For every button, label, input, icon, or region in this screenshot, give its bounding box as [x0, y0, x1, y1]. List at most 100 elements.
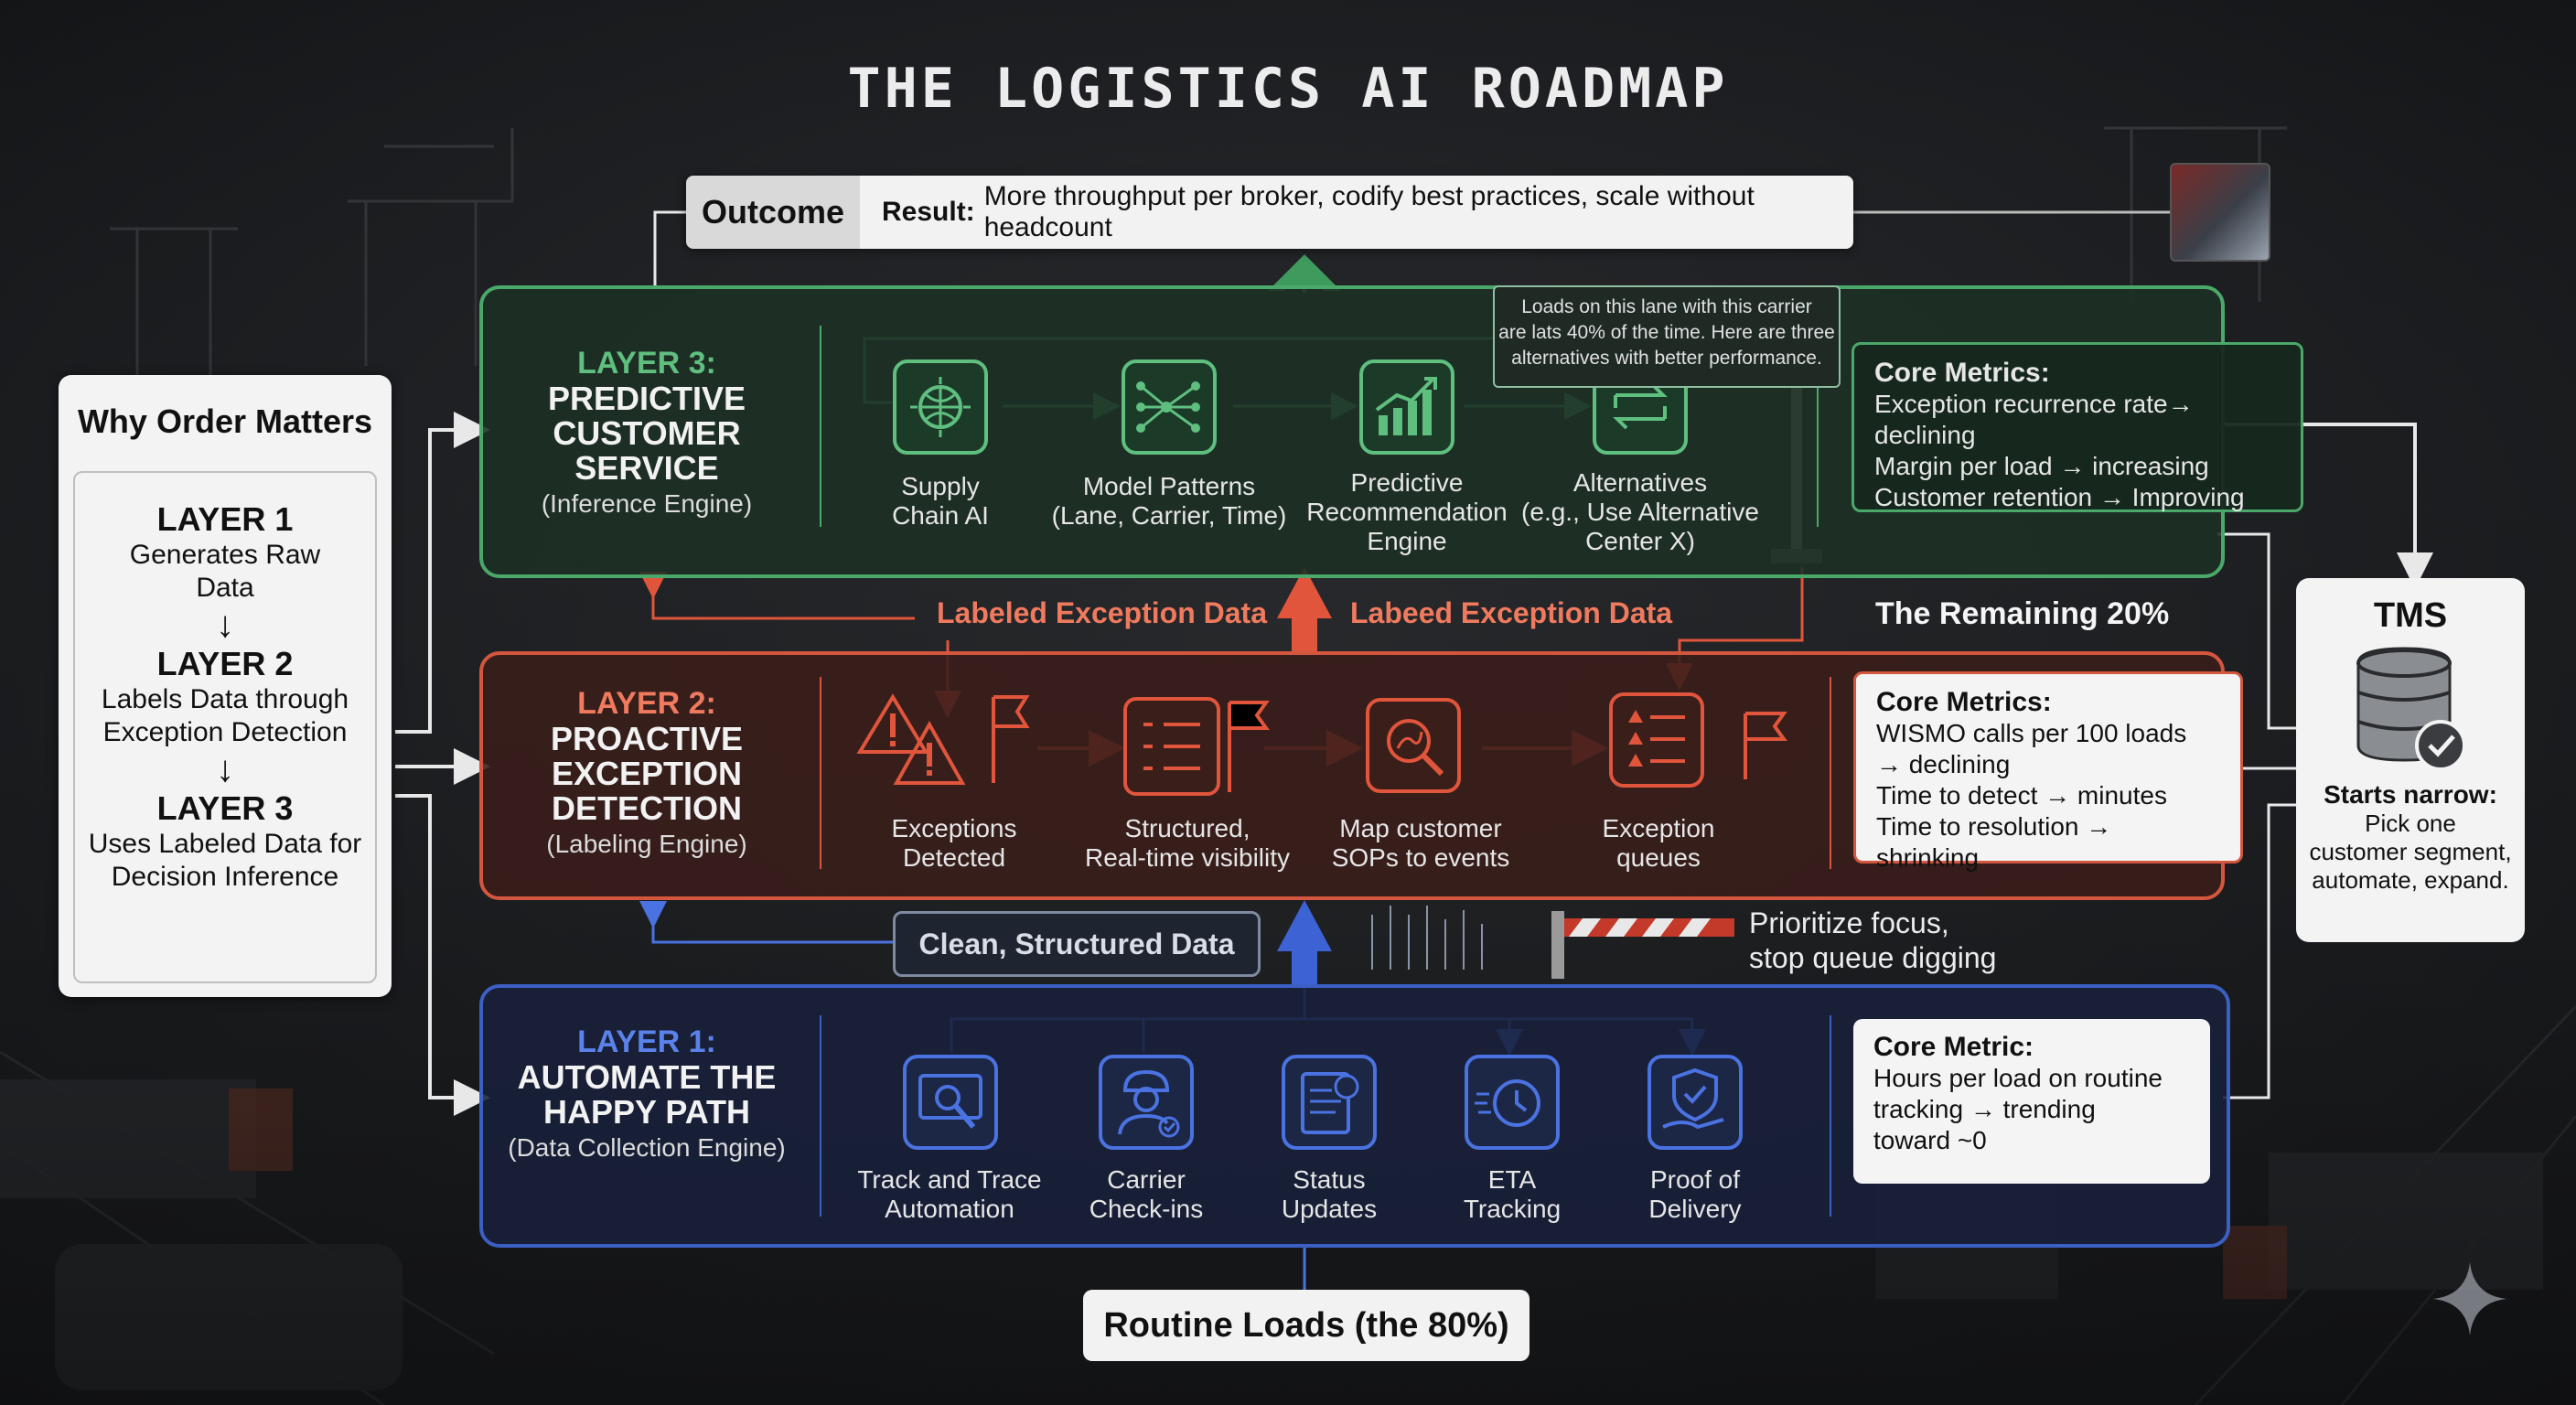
- layer-3-title-line: CUSTOMER: [553, 414, 741, 452]
- layer-3-node-predictive-recommendation: Predictive Recommendation Engine: [1288, 468, 1526, 556]
- tms-desc-line: automate, expand.: [2312, 866, 2509, 894]
- flag-icon: [1736, 710, 1791, 783]
- layer-1-title-line: AUTOMATE THE: [517, 1058, 777, 1096]
- outcome-banner: Outcome Result: More throughput per brok…: [686, 176, 1853, 249]
- layer-1-core-metric: Core Metric: Hours per load on routine t…: [1853, 1019, 2210, 1184]
- layer-3-node-supply-chain-ai: Supply Chain AI: [831, 472, 1050, 531]
- tms-desc-line: customer segment,: [2309, 838, 2512, 865]
- globe-chip-icon: [892, 359, 989, 456]
- layer-3-number: LAYER 3:: [577, 346, 716, 381]
- checklist-icon: [1123, 697, 1270, 798]
- layer-1-node-proof-delivery: Proof of Delivery: [1590, 1165, 1800, 1224]
- layer-3-core-metrics: Core Metrics: Exception recurrence rate→…: [1852, 342, 2303, 512]
- layer-1-title-line: HAPPY PATH: [542, 1093, 751, 1131]
- node-label: Model Patterns: [1082, 472, 1256, 500]
- labeled-exception-data-right: Labeed Exception Data: [1350, 596, 1673, 629]
- node-label: Proof of: [1649, 1165, 1741, 1194]
- layer-1-divider: [820, 1015, 821, 1217]
- node-label: (e.g., Use Alternative: [1521, 498, 1759, 526]
- layer-2-core-metrics: Core Metrics: WISMO calls per 100 loads …: [1853, 671, 2243, 872]
- network-pattern-icon: [1121, 359, 1218, 456]
- growth-chart-icon: [1358, 359, 1455, 456]
- layer-3-title-line: SERVICE: [574, 449, 719, 487]
- layer-1-node-status-updates: Status Updates: [1224, 1165, 1434, 1224]
- node-label: Exceptions: [891, 814, 1017, 842]
- prioritize-line: stop queue digging: [1749, 941, 1997, 974]
- warning-icon: [856, 692, 1030, 792]
- node-label: Supply: [901, 472, 980, 500]
- layer-2-divider: [820, 677, 821, 869]
- why-layer-1-desc: Generates Raw: [129, 540, 321, 570]
- why-layer-3-desc: Uses Labeled Data for: [88, 829, 362, 859]
- result-text: More throughput per broker, codify best …: [983, 181, 1755, 242]
- layer-1-node-track-trace: Track and Trace Automation: [831, 1165, 1068, 1224]
- node-label: Updates: [1281, 1195, 1378, 1223]
- node-label: Engine: [1367, 527, 1447, 555]
- layer-2-title-line: DETECTION: [551, 789, 742, 827]
- layer-2-title-line: EXCEPTION: [551, 755, 743, 792]
- node-label: Recommendation: [1306, 498, 1508, 526]
- node-label: (Lane, Carrier, Time): [1051, 501, 1287, 530]
- layer-1-title: LAYER 1: AUTOMATE THE HAPPY PATH (Data C…: [483, 1024, 810, 1163]
- metric-line: Time to detect → minutes: [1876, 781, 2167, 810]
- node-label: ETA: [1487, 1165, 1537, 1194]
- clean-structured-data-label: Clean, Structured Data: [893, 911, 1261, 977]
- sparkle-icon: [2433, 1262, 2506, 1335]
- metric-line: Time to resolution → shrinking: [1876, 812, 2112, 872]
- node-label: Map customer: [1339, 814, 1502, 842]
- node-label: Status: [1293, 1165, 1366, 1194]
- tooltip-line: Loads on this lane with this carrier: [1521, 296, 1812, 317]
- node-label: Detected: [902, 843, 1006, 872]
- metric-line: Customer retention → Improving: [1874, 483, 2245, 511]
- layer-2-node-structured-visibility: Structured, Real-time visibility: [1050, 814, 1325, 873]
- prioritize-line: Prioritize focus,: [1749, 906, 1949, 939]
- metrics-title: Core Metrics:: [1874, 358, 2050, 388]
- metric-line: toward ~0: [1873, 1126, 1987, 1154]
- layer-1-node-carrier-checkins: Carrier Check-ins: [1041, 1165, 1251, 1224]
- layer-2-node-exception-queues: Exception queues: [1553, 814, 1764, 873]
- result-label: Result:: [882, 197, 975, 227]
- node-label: Predictive: [1350, 468, 1464, 497]
- node-label: Automation: [885, 1195, 1014, 1223]
- labeled-exception-data-left: Labeled Exception Data: [937, 596, 1267, 629]
- layer-2-node-map-sops: Map customer SOPs to events: [1297, 814, 1544, 873]
- down-arrow-icon: ↓: [216, 605, 234, 645]
- layer-2-node-exceptions-detected: Exceptions Detected: [849, 814, 1059, 873]
- metric-line: Exception recurrence rate→ declining: [1874, 390, 2194, 449]
- layer-2-title: LAYER 2: PROACTIVE EXCEPTION DETECTION (…: [483, 686, 810, 859]
- node-label: Center X): [1585, 527, 1695, 555]
- outcome-label: Outcome: [686, 176, 860, 249]
- why-item-layer-1: LAYER 1 Generates Raw Data: [75, 500, 375, 605]
- handshake-thumbnail-image: [2170, 163, 2270, 262]
- magnifier-route-icon: [1365, 697, 1462, 794]
- layer-2-divider-right: [1830, 677, 1831, 869]
- layer-3-divider: [820, 326, 821, 527]
- layer-2-subtitle: (Labeling Engine): [546, 830, 747, 858]
- queue-list-icon: [1608, 692, 1705, 788]
- layer-1-divider-right: [1830, 1015, 1831, 1217]
- metric-line: Margin per load → increasing: [1874, 452, 2209, 480]
- layer-3-title: LAYER 3: PREDICTIVE CUSTOMER SERVICE (In…: [483, 346, 810, 519]
- outcome-result: Result: More throughput per broker, codi…: [860, 176, 1853, 249]
- layer-3-divider-right: [1817, 326, 1819, 527]
- tms-panel: TMS Starts narrow: Pick one customer seg…: [2296, 578, 2525, 942]
- node-label: Delivery: [1648, 1195, 1742, 1223]
- layer-3-title-line: PREDICTIVE: [547, 380, 746, 417]
- node-label: Carrier: [1107, 1165, 1186, 1194]
- layer-2-title-line: PROACTIVE: [550, 720, 744, 757]
- tms-desc-line: Pick one: [2365, 810, 2456, 837]
- tooltip-line: alternatives with better performance.: [1511, 348, 1822, 369]
- layer-1-subtitle: (Data Collection Engine): [508, 1133, 786, 1162]
- why-layer-1-heading: LAYER 1: [156, 500, 294, 538]
- node-label: Alternatives: [1572, 468, 1708, 497]
- why-layer-1-desc: Data: [196, 573, 254, 603]
- layer-1-node-eta-tracking: ETA Tracking: [1407, 1165, 1617, 1224]
- database-check-icon: [2351, 645, 2470, 773]
- node-label: Check-ins: [1089, 1195, 1204, 1223]
- tms-title: TMS: [2373, 596, 2448, 635]
- metric-line: WISMO calls per 100 loads: [1876, 719, 2187, 747]
- metric-line: → declining: [1876, 750, 2011, 778]
- proof-delivery-icon: [1647, 1054, 1744, 1151]
- layer-3-node-model-patterns: Model Patterns (Lane, Carrier, Time): [1041, 472, 1297, 531]
- metric-line: Hours per load on routine: [1873, 1064, 2163, 1092]
